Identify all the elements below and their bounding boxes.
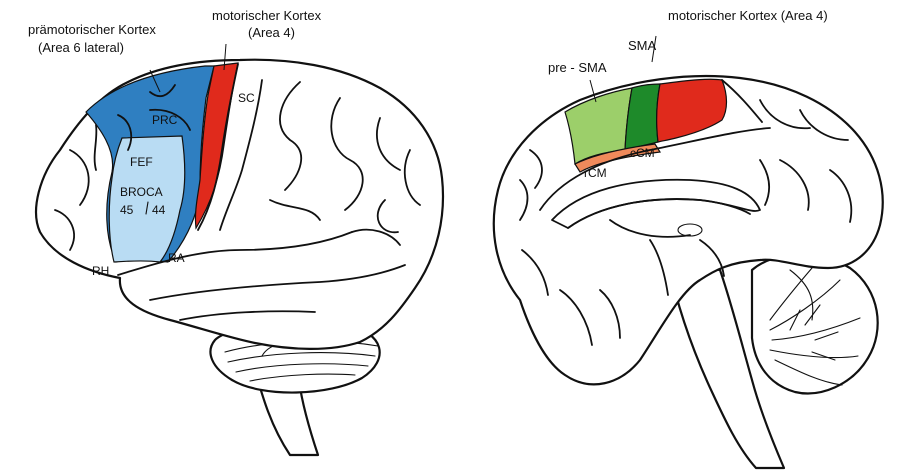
label-area-45: 45: [120, 203, 134, 217]
medial-brain-view: motorischer Kortex (Area 4) SMA pre - SM…: [494, 8, 883, 468]
label-ra: RA: [168, 251, 185, 265]
label-pre-sma: pre - SMA: [548, 60, 607, 75]
label-rcm: rCM: [584, 166, 607, 180]
label-prc: PRC: [152, 113, 178, 127]
label-rh: RH: [92, 264, 109, 278]
premotor-title-line1: prämotorischer Kortex: [28, 22, 156, 37]
label-ccm: cCM: [630, 146, 655, 160]
label-fef: FEF: [130, 155, 153, 169]
lateral-brain-view: prämotorischer Kortex (Area 6 lateral) m…: [28, 8, 443, 455]
motor-title-lateral-line2: (Area 4): [248, 25, 295, 40]
premotor-title-line2: (Area 6 lateral): [38, 40, 124, 55]
label-sma: SMA: [628, 38, 657, 53]
motor-title-medial: motorischer Kortex (Area 4): [668, 8, 828, 23]
motor-title-lateral-line1: motorischer Kortex: [212, 8, 322, 23]
label-broca: BROCA: [120, 185, 163, 199]
label-area-44: 44: [152, 203, 166, 217]
label-sc: SC: [238, 91, 255, 105]
medial-cerebellum: [752, 255, 878, 394]
